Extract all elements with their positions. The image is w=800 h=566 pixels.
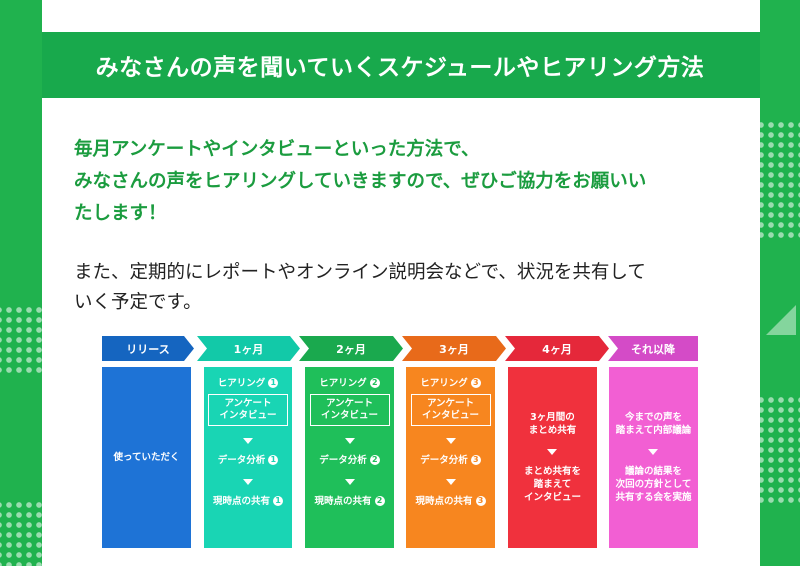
down-arrow-icon — [243, 438, 253, 444]
body-line: いく予定です。 — [74, 292, 202, 313]
down-arrow-icon — [344, 479, 355, 485]
step-number-badge: 1 — [268, 378, 279, 388]
right-decor-panel — [756, 0, 800, 566]
down-arrow-icon — [648, 449, 659, 455]
summary-share-text: 3ヶ月間の まとめ共有 — [528, 412, 577, 436]
triangle-decor — [766, 305, 796, 335]
step-number-badge: 3 — [470, 455, 481, 465]
phase-label: それ以降 — [631, 342, 675, 356]
column-release: 使っていただく — [102, 367, 191, 548]
left-decor-panel — [0, 0, 42, 566]
phase-label: 2ヶ月 — [336, 342, 366, 356]
down-arrow-icon — [445, 479, 456, 485]
step-number-badge: 3 — [475, 496, 486, 506]
phase-label: 1ヶ月 — [233, 342, 264, 356]
phase-month-1: 1ヶ月 — [197, 336, 300, 361]
lead-line: みなさんの声をヒアリングしていきますので、ぜひご協力をお願いい — [74, 171, 647, 192]
column-month-4: 3ヶ月間の まとめ共有 まとめ共有を 踏まえて インタビュー — [508, 367, 597, 548]
body-text: また、定期的にレポートやオンライン説明会などで、状況を共有して いく予定です。 — [74, 258, 724, 318]
step-number-badge: 2 — [374, 496, 385, 506]
down-arrow-icon — [445, 438, 456, 444]
interview-text: まとめ共有を 踏まえて インタビュー — [523, 466, 581, 503]
step-number-badge: 2 — [369, 455, 380, 465]
step-number-badge: 2 — [369, 378, 380, 388]
step-number-badge: 3 — [470, 378, 481, 388]
dot-pattern — [756, 120, 800, 240]
phase-month-3: 3ヶ月 — [402, 336, 506, 361]
down-arrow-icon — [547, 449, 558, 455]
phase-month-4: 4ヶ月 — [505, 336, 609, 361]
step-number-badge: 1 — [268, 455, 279, 465]
dot-pattern — [756, 395, 800, 505]
release-text: 使っていただく — [113, 452, 180, 463]
down-arrow-icon — [344, 438, 355, 444]
method-box: アンケート インタビュー — [410, 394, 491, 426]
dot-pattern — [0, 305, 42, 375]
lead-text: 毎月アンケートやインタビューといった方法で、 みなさんの声をヒアリングしていきま… — [74, 134, 724, 230]
lead-line: たします！ — [74, 203, 167, 224]
body-line: また、定期的にレポートやオンライン説明会などで、状況を共有して — [74, 262, 646, 283]
internal-discussion-text: 今までの声を 踏まえて内部議論 — [615, 412, 692, 436]
phase-after: それ以降 — [608, 336, 698, 361]
title-band — [42, 32, 760, 98]
method-box: アンケート インタビュー — [309, 394, 390, 426]
dot-pattern — [0, 500, 42, 566]
step-number-badge: 1 — [273, 496, 283, 506]
page-title: みなさんの声を聞いていくスケジュールやヒアリング方法 — [95, 55, 705, 81]
phase-label: 4ヶ月 — [542, 342, 572, 356]
phase-label: 3ヶ月 — [439, 342, 469, 356]
down-arrow-icon — [243, 479, 253, 485]
result-share-text: 議論の結果を 次回の方針として 共有する会を実施 — [615, 466, 692, 503]
phase-month-2: 2ヶ月 — [299, 336, 403, 361]
column-after: 今までの声を 踏まえて内部議論 議論の結果を 次回の方針として 共有する会を実施 — [609, 367, 698, 548]
phase-release: リリース — [102, 336, 194, 361]
phase-label: リリース — [126, 342, 170, 356]
lead-line: 毎月アンケートやインタビューといった方法で、 — [74, 139, 480, 160]
method-box: アンケート インタビュー — [208, 394, 288, 426]
